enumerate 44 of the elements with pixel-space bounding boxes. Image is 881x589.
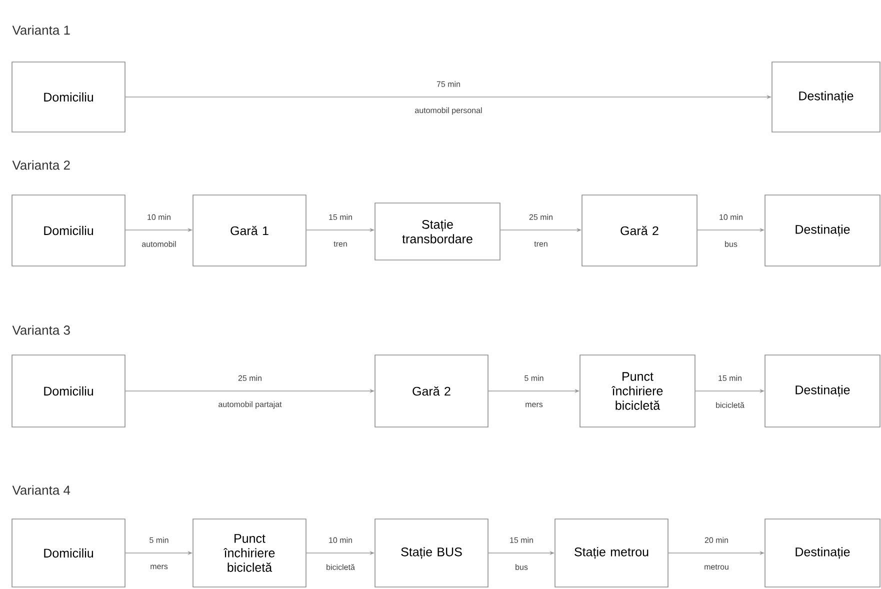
transport-mode: automobil personal [415,107,482,115]
transport-mode: metrou [704,564,728,570]
transport-mode: bus [725,241,738,247]
edge-label: 10 min [720,214,742,220]
transport-mode: bus [516,564,528,570]
transport-mode: tren [534,241,548,247]
edge-label: 10 min [148,214,170,220]
variant-title: Varianta 1 [12,25,70,35]
transport-mode: bicicletă [716,402,744,408]
station-box: Destinație [764,194,880,266]
edge-label: 15 min [329,214,352,220]
transport-mode: automobil [142,241,176,247]
transport-mode: mers [150,564,168,570]
station-box: Destinație [764,518,880,588]
edge-label: 20 min [704,537,728,543]
edge-label: 5 min [150,537,168,543]
station-box: Punct închiriere bicicletă [192,518,306,588]
station-box: Stație metrou [554,518,668,588]
station-box: Gară 1 [192,194,306,266]
station-box: Domiciliu [12,62,126,132]
station-box: Domiciliu [12,354,126,428]
variant-title: Varianta 2 [12,160,70,170]
station-box: Destinație [764,354,880,428]
station-box: Stație transbordare [374,202,500,260]
edge-label: 75 min [436,81,460,87]
edge-label: 5 min [524,375,544,381]
station-box: Destinație [772,62,880,132]
edge-label: 25 min [238,375,262,381]
station-box: Gară 2 [374,354,488,428]
transport-mode: tren [334,241,347,247]
edge-label: 15 min [510,537,533,543]
variant-title: Varianta 4 [12,485,70,495]
station-box: Gară 2 [582,194,698,266]
transport-mode: bicicletă [326,564,355,570]
variant-title: Varianta 3 [12,325,70,335]
edge-label: 15 min [718,375,742,381]
transport-mode: automobil partajat [218,401,282,409]
edge-label: 25 min [529,214,552,220]
station-box: Domiciliu [12,194,126,266]
edge-label: 10 min [329,537,352,543]
station-box: Domiciliu [12,518,126,588]
station-box: Stație BUS [374,518,488,588]
station-box: Punct închiriere bicicletă [580,354,696,428]
transport-mode: mers [526,402,543,408]
